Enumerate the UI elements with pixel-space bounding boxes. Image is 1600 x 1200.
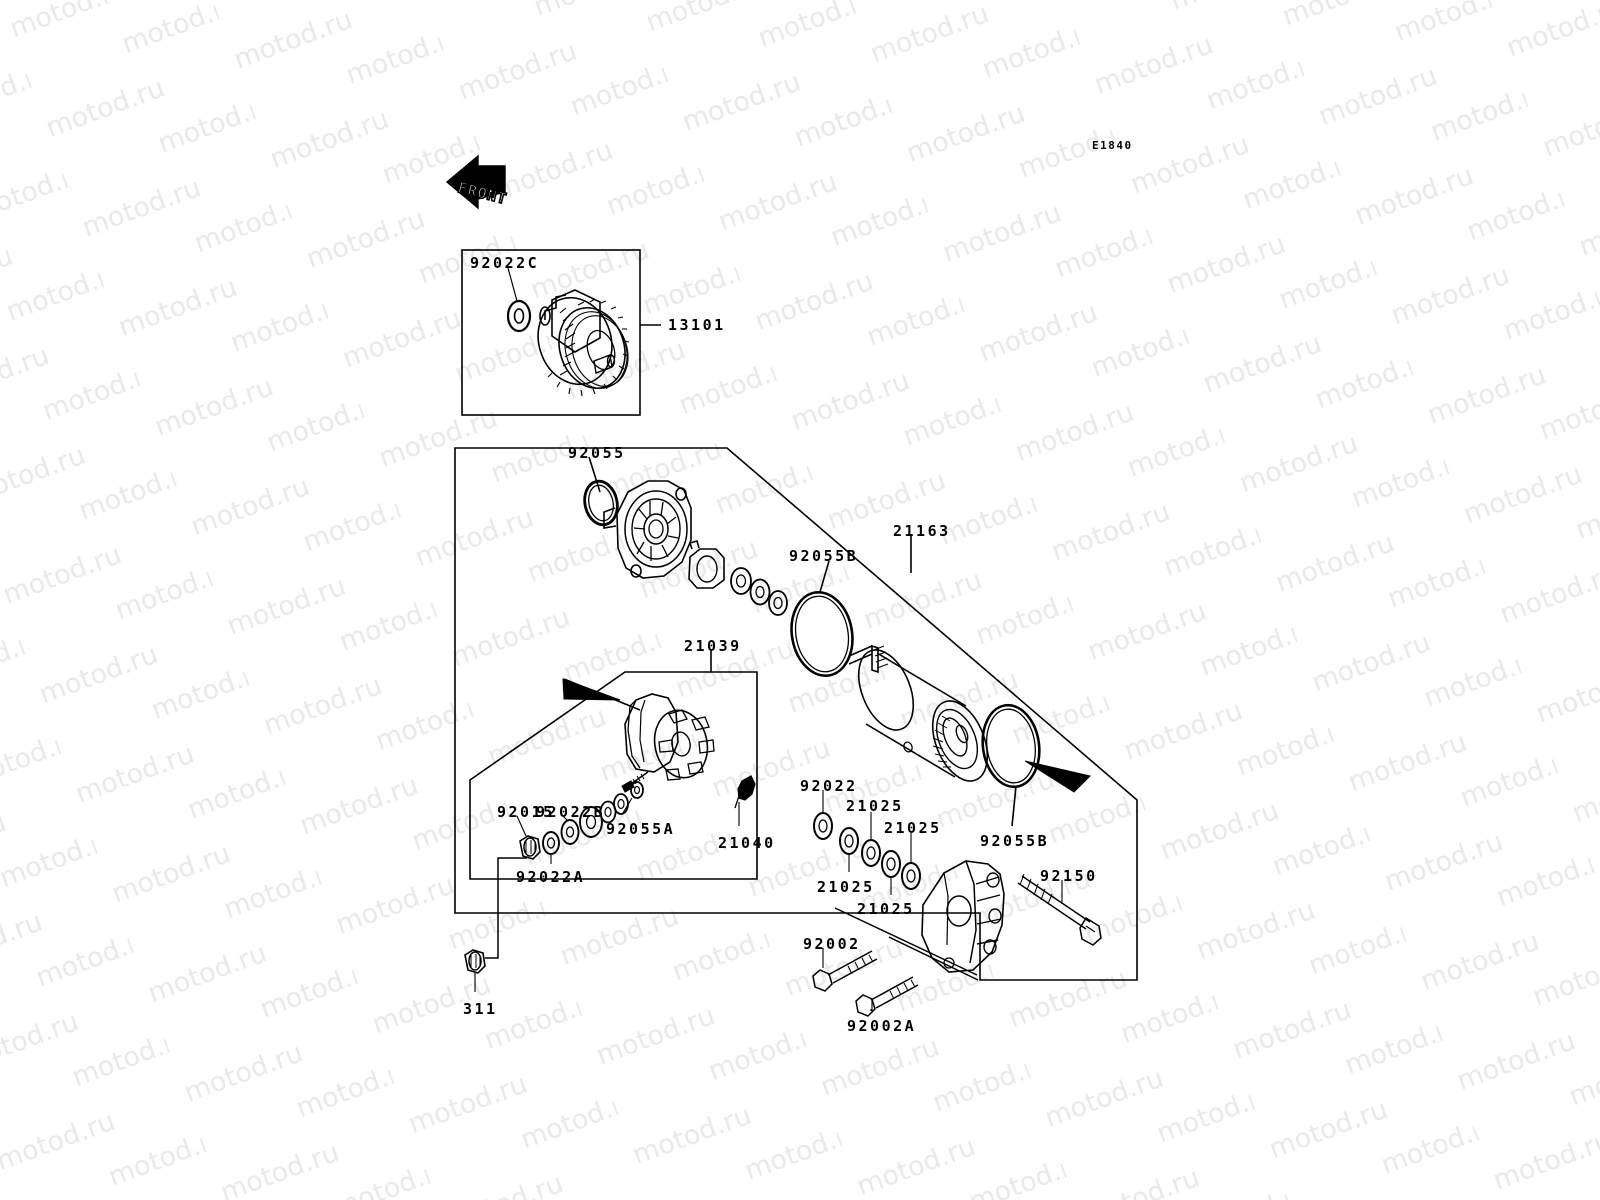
part-label-92015: 92015 bbox=[497, 803, 555, 821]
part-label-21025-3: 21025 bbox=[817, 878, 875, 896]
part-label-21025-4: 21025 bbox=[857, 900, 915, 918]
part-label-311: 311 bbox=[463, 1000, 498, 1018]
part-label-21163: 21163 bbox=[893, 522, 951, 540]
part-label-13101: 13101 bbox=[668, 316, 726, 334]
part-label-92055B-upper: 92055B bbox=[789, 547, 859, 565]
part-label-21025-1: 21025 bbox=[846, 797, 904, 815]
part-label-92002A: 92002A bbox=[847, 1017, 917, 1035]
part-label-21025-2: 21025 bbox=[884, 819, 942, 837]
part-label-92055A: 92055A bbox=[606, 820, 676, 838]
part-label-92150: 92150 bbox=[1040, 867, 1098, 885]
part-label-21040: 21040 bbox=[718, 834, 776, 852]
part-label-92022: 92022 bbox=[800, 777, 858, 795]
part-label-92002: 92002 bbox=[803, 935, 861, 953]
part-label-92055B-lower: 92055B bbox=[980, 832, 1050, 850]
diagram-code: E1840 bbox=[1092, 139, 1133, 152]
part-label-21039: 21039 bbox=[684, 637, 742, 655]
part-label-92055: 92055 bbox=[568, 444, 626, 462]
part-label-92022C: 92022C bbox=[470, 254, 540, 272]
part-label-92022A: 92022A bbox=[516, 868, 586, 886]
